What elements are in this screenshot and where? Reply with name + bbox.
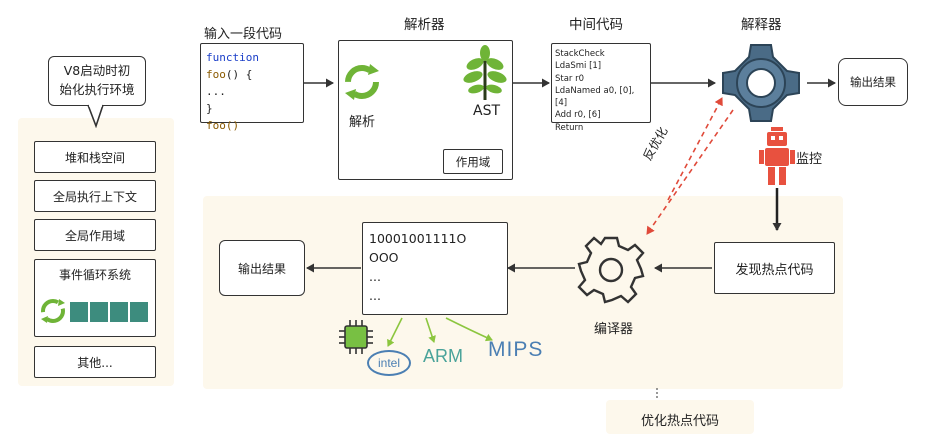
arrow-deopt-down	[646, 109, 734, 235]
arrow-to-intel	[387, 317, 403, 347]
bubble-line-2: 始化执行环境	[59, 82, 135, 97]
bubble-tail	[87, 104, 104, 128]
monitor-label: 监控	[796, 152, 823, 167]
bytecode-line: Return	[555, 122, 584, 133]
arrow-to-arm	[425, 317, 436, 343]
sidebar-item-label: 其他...	[77, 355, 113, 370]
bytecode-title: 中间代码	[569, 17, 623, 33]
parse-label: 解析	[349, 115, 376, 130]
gear-icon	[722, 44, 800, 122]
chip-icon	[339, 320, 373, 354]
compiler-output-label: 输出结果	[237, 261, 286, 276]
machine-code-line: ...	[369, 288, 381, 303]
bytecode-line: LdaNamed a0, [0], [4]	[555, 85, 635, 109]
sidebar-item-label: 堆和栈空间	[64, 150, 125, 165]
interpreter-output-box: 输出结果	[838, 58, 908, 106]
optimize-box: 优化热点代码	[612, 406, 748, 432]
event-loop-icon	[41, 299, 148, 323]
robot-icon	[759, 127, 795, 185]
mips-label: MIPS	[488, 338, 544, 361]
source-code-box: function foo() { ... } foo()	[200, 43, 304, 132]
sidebar-item-other: 其他...	[34, 346, 156, 378]
init-bubble: V8启动时初 始化执行环境	[48, 56, 146, 106]
sidebar-item-label: 全局作用域	[64, 228, 125, 243]
sidebar-item-event-loop: 事件循环系统	[34, 259, 156, 337]
sidebar-item-global-scope: 全局作用域	[34, 219, 156, 251]
code-line-3: }	[206, 102, 213, 115]
code-rest: () {	[225, 68, 253, 81]
sidebar-item-global-context: 全局执行上下文	[34, 180, 156, 212]
bubble-line-1: V8启动时初	[63, 63, 131, 78]
machine-code-line: 10001001111O	[369, 231, 467, 246]
compiler-label: 编译器	[594, 322, 634, 337]
bytecode-box: StackCheck LdaSmi [1] Star r0 LdaNamed a…	[551, 43, 651, 133]
optimize-label-panel	[606, 400, 754, 434]
sidebar-item-label: 全局执行上下文	[52, 189, 137, 204]
sidebar-item-label: 事件循环系统	[58, 268, 131, 282]
machine-code-box: 10001001111O OOO ... ...	[362, 222, 508, 315]
hot-code-label: 发现热点代码	[735, 262, 814, 278]
bytecode-line: StackCheck	[555, 49, 605, 59]
machine-code-line: OOO	[369, 250, 399, 265]
arrow-to-mips	[445, 317, 493, 342]
bytecode-line: Add r0, [6]	[555, 110, 601, 121]
parser-title: 解析器	[404, 17, 445, 33]
recycle-arrows-icon	[345, 64, 379, 100]
ast-label: AST	[473, 103, 501, 119]
code-function-name: foo	[206, 68, 226, 81]
scope-label: 作用域	[455, 154, 491, 169]
code-line-1: function foo() {	[206, 49, 298, 83]
source-title: 输入一段代码	[204, 27, 283, 42]
bytecode-line: LdaSmi [1]	[555, 61, 602, 72]
hot-code-box: 发现热点代码	[714, 242, 835, 294]
arm-label: ARM	[423, 346, 463, 366]
arrow-deopt-up	[667, 97, 723, 201]
intel-label: intel	[377, 356, 400, 370]
code-line-4: foo()	[206, 119, 240, 132]
compiler-output-box: 输出结果	[219, 240, 305, 296]
compiler-gear-icon	[577, 236, 645, 304]
interpreter-title: 解释器	[741, 17, 782, 33]
intel-logo: intel	[367, 350, 411, 376]
scope-box: 作用域	[443, 149, 503, 174]
interpreter-output-label: 输出结果	[850, 75, 896, 89]
code-line-2: ...	[206, 85, 226, 98]
optimize-label: 优化热点代码	[640, 413, 719, 429]
bytecode-line: Star r0	[555, 73, 585, 84]
code-keyword: function	[206, 51, 259, 64]
machine-code-line: ...	[369, 269, 381, 284]
tree-icon	[463, 45, 507, 100]
sidebar-item-heap-stack: 堆和栈空间	[34, 141, 156, 173]
